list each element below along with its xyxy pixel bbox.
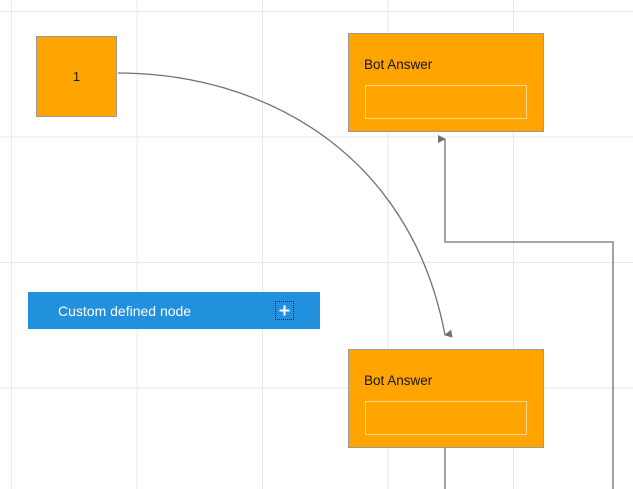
node-title: Bot Answer (364, 57, 433, 72)
node-square-label: 1 (72, 69, 81, 84)
node-bot-answer-bottom[interactable]: Bot Answer (348, 349, 544, 448)
palette-item-label: Custom defined node (58, 302, 192, 319)
node-bot-answer-top[interactable]: Bot Answer (348, 33, 544, 132)
node-title: Bot Answer (364, 373, 433, 388)
palette-item-custom-defined-node[interactable]: Custom defined node (28, 292, 320, 329)
node-square-1[interactable]: 1 (36, 36, 117, 117)
node-slot[interactable] (365, 85, 527, 119)
plus-icon[interactable] (275, 301, 294, 320)
node-slot[interactable] (365, 401, 527, 435)
